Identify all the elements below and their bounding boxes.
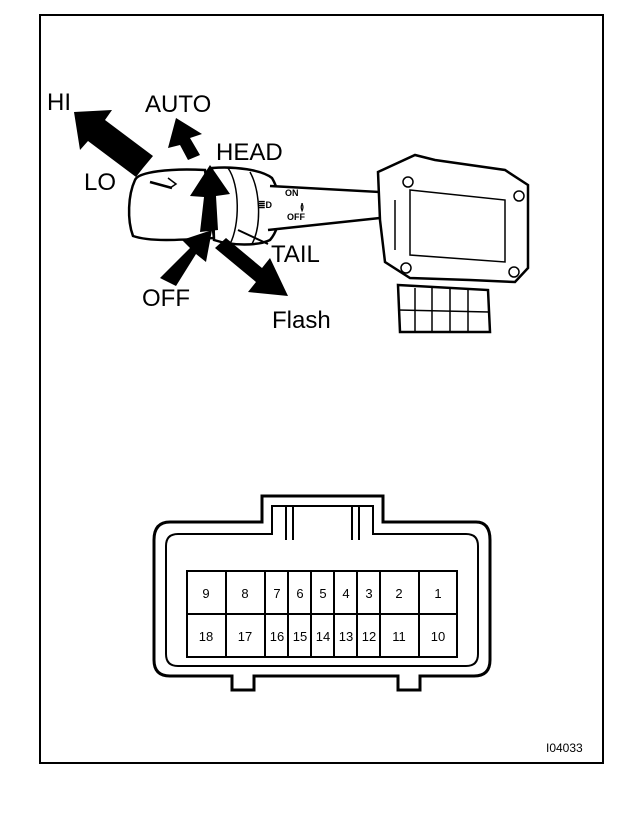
pin-label: 11: [392, 629, 406, 644]
arrow-off: [160, 230, 212, 286]
pin-label: 15: [293, 629, 307, 644]
pin-label: 13: [339, 629, 353, 644]
arrow-hi: [74, 110, 153, 177]
label-lo: LO: [84, 169, 116, 196]
pin-label: 1: [434, 586, 441, 601]
pin-label: 18: [199, 629, 213, 644]
pin-label: 14: [316, 629, 330, 644]
pin-label: 9: [202, 586, 209, 601]
label-off: OFF: [142, 285, 190, 312]
switch-connector-block: [396, 283, 492, 334]
pin-label: 10: [431, 629, 445, 644]
connector-bottom-row: 18 17 16 15 14 13 12 11 10: [199, 629, 445, 644]
dial-mark-on: ON: [285, 188, 299, 198]
tail-pointer: [237, 229, 269, 245]
pin-label: 2: [395, 586, 402, 601]
connector-face: [152, 494, 492, 692]
arrow-flash: [215, 238, 288, 296]
pin-label: 3: [365, 586, 372, 601]
pin-label: 17: [238, 629, 252, 644]
label-tail: TAIL: [271, 241, 320, 268]
switch-body: [376, 153, 530, 284]
pin-label: 6: [296, 586, 303, 601]
label-head: HEAD: [216, 139, 283, 166]
pin-label: 8: [241, 586, 248, 601]
arrow-head: [190, 165, 230, 232]
connector-top-row: 9 8 7 6 5 4 3 2 1: [202, 586, 441, 601]
lamp-symbol: ≬: [300, 202, 304, 212]
headlamp-symbol: ≣D: [258, 200, 273, 210]
direction-arrows: [74, 110, 288, 296]
pin-label: 12: [362, 629, 376, 644]
pin-label: 16: [270, 629, 284, 644]
lever-knob: [127, 168, 216, 242]
pin-label: 7: [273, 586, 280, 601]
pin-label: 5: [319, 586, 326, 601]
figure-code: I04033: [546, 741, 583, 755]
dial-mark-off: OFF: [287, 212, 305, 222]
label-auto: AUTO: [145, 91, 211, 118]
figure-frame: [39, 14, 604, 764]
label-hi: HI: [47, 89, 71, 116]
pin-label: 4: [342, 586, 349, 601]
combination-switch: [127, 153, 530, 334]
label-flash: Flash: [272, 307, 331, 334]
arrow-auto: [168, 118, 202, 160]
